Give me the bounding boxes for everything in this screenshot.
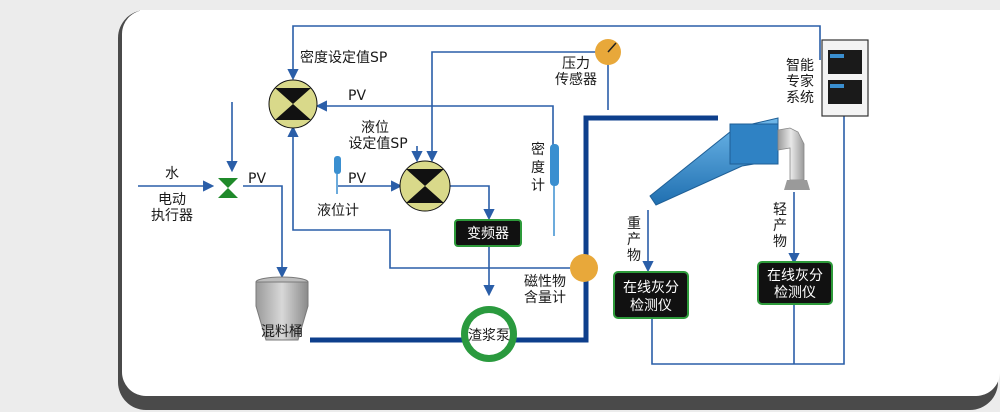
pressure-label-1: 压力 [562,56,590,72]
expert-label-3: 系统 [786,90,814,106]
expert-label-2: 专家 [786,73,814,90]
level-probe-icon [334,156,341,194]
pv-level-label: PV [348,171,366,187]
heavy-char-1: 重 [627,216,641,232]
analyzer-left-label-2: 检测仪 [630,298,672,314]
light-char-3: 物 [773,234,787,250]
level-meter-label: 液位计 [317,203,359,219]
density-meter-char-1: 密 [531,141,545,158]
density-controller[interactable] [268,79,318,129]
actuator-label-2: 执行器 [151,208,193,224]
light-char-1: 轻 [773,202,787,218]
analyzer-right-label-2: 检测仪 [774,285,816,301]
pv-actuator-label: PV [248,171,266,187]
mix-tank-label: 混料桶 [261,324,303,340]
density-sp-label: 密度设定值SP [300,49,387,66]
signal-lines [138,25,845,365]
pump-icon[interactable] [461,306,517,362]
pv-top-label: PV [348,88,366,104]
vfd-label: 变频器 [467,226,509,242]
process-pipe [310,115,718,343]
density-meter-char-3: 计 [531,178,545,194]
light-char-2: 产 [773,218,787,234]
level-sp-label-1: 液位 [361,120,389,136]
magnetic-label-2: 含量计 [524,290,566,306]
tank-icon [255,276,309,341]
gauge-icon [595,39,621,65]
magnetic-label-1: 磁性物 [524,274,566,290]
sensor-icon [570,254,598,282]
analyzer-right[interactable]: 在线灰分 检测仪 [757,261,833,305]
density-meter-char-2: 度 [531,160,545,176]
slurry-pump-label: 渣浆泵 [468,328,510,344]
heavy-char-3: 物 [627,248,641,264]
analyzer-left[interactable]: 在线灰分 检测仪 [613,271,689,319]
level-controller[interactable] [399,160,451,212]
level-sp-label-2: 设定值SP [348,136,407,152]
cyclone-icon [649,117,810,206]
expert-label-1: 智能 [786,58,814,74]
valve-icon[interactable] [218,178,238,198]
water-label: 水 [165,166,179,182]
analyzer-right-label-1: 在线灰分 [767,268,823,284]
vfd-box[interactable]: 变频器 [454,219,522,247]
heavy-char-2: 产 [627,232,641,248]
monitor-icon[interactable] [821,39,869,117]
analyzer-left-label-1: 在线灰分 [623,280,679,296]
actuator-label-1: 电动 [158,192,186,208]
density-probe-icon [550,144,559,236]
pressure-label-2: 传感器 [555,71,597,88]
